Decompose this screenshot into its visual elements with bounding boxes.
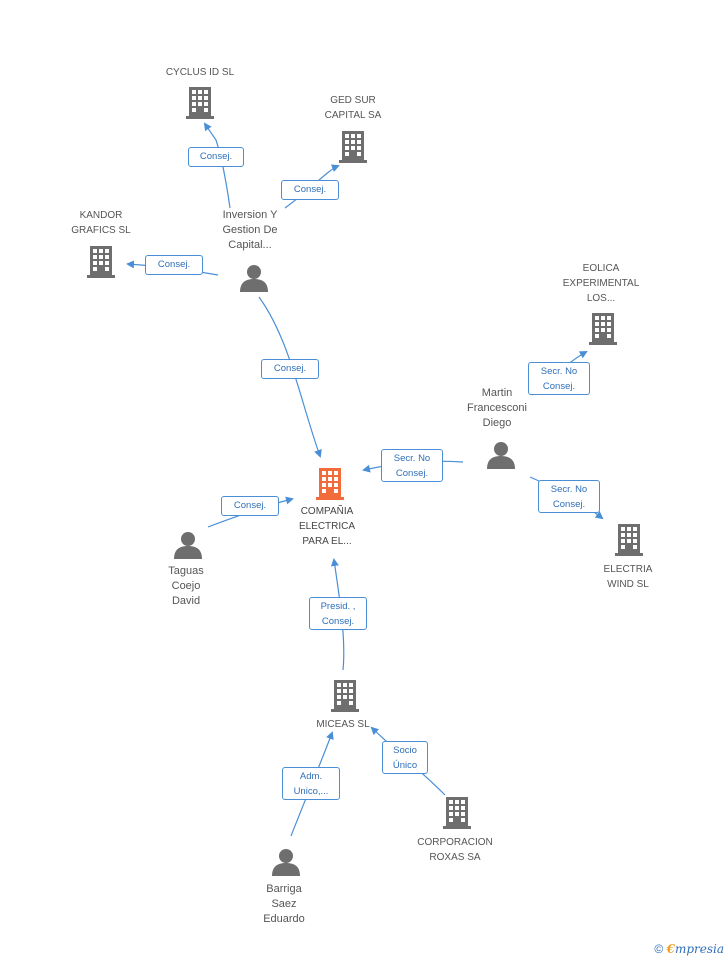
node-label-corporacion[interactable]: CORPORACION ROXAS SA (417, 837, 493, 863)
relation-badge-taguas-to-compania[interactable]: Consej. (221, 496, 279, 516)
node-label-compania[interactable]: COMPAÑIA ELECTRICA PARA EL... (298, 506, 356, 547)
node-label-taguas[interactable]: Taguas Coejo David (168, 565, 204, 607)
building-icon-cyclus[interactable] (186, 87, 214, 119)
relation-badge-inversion-to-cyclus[interactable]: Consej. (188, 147, 244, 167)
node-label-kandor[interactable]: KANDOR GRAFICS SL (71, 210, 131, 236)
relation-badge-corporacion-to-miceas[interactable]: Socio Único (382, 740, 428, 774)
person-icon-inversion[interactable] (240, 265, 268, 292)
node-label-cyclus[interactable]: CYCLUS ID SL (165, 67, 235, 78)
node-label-eolica[interactable]: EOLICA EXPERIMENTAL LOS... (562, 263, 640, 304)
node-label-miceas[interactable]: MICEAS SL (316, 719, 370, 730)
building-icon-corporacion[interactable] (443, 797, 471, 829)
node-label-electria[interactable]: ELECTRIA WIND SL (603, 564, 653, 590)
building-icon-kandor[interactable] (87, 246, 115, 278)
building-icon-compania[interactable] (316, 468, 344, 500)
building-icon-electria[interactable] (615, 524, 643, 556)
person-icon-taguas[interactable] (174, 532, 202, 559)
relation-badge-inversion-to-compania[interactable]: Consej. (261, 359, 319, 379)
node-label-inversion[interactable]: Inversion Y Gestion De Capital... (222, 209, 278, 251)
relation-badge-miceas-to-compania[interactable]: Presid. , Consej. (309, 596, 367, 630)
relation-badge-barriga-to-miceas[interactable]: Adm. Unico,... (282, 766, 340, 800)
copyright-icon: © (654, 942, 664, 956)
building-icon-ged[interactable] (339, 131, 367, 163)
relation-badge-martin-to-compania[interactable]: Secr. No Consej. (381, 448, 443, 482)
node-label-ged[interactable]: GED SUR CAPITAL SA (324, 95, 382, 121)
empresia-footer[interactable]: © €mpresia (654, 942, 724, 956)
building-icon-miceas[interactable] (331, 680, 359, 712)
building-icon-eolica[interactable] (589, 313, 617, 345)
node-label-martin[interactable]: Martin Francesconi Diego (467, 387, 527, 429)
relation-badge-martin-to-electria[interactable]: Secr. No Consej. (538, 479, 600, 513)
relation-badge-martin-to-eolica[interactable]: Secr. No Consej. (528, 361, 590, 395)
relation-badge-inversion-to-kandor[interactable]: Consej. (145, 255, 203, 275)
node-label-barriga[interactable]: Barriga Saez Eduardo (263, 883, 305, 925)
person-icon-barriga[interactable] (272, 849, 300, 876)
person-icon-martin[interactable] (487, 442, 515, 469)
relation-badge-inversion-to-ged[interactable]: Consej. (281, 180, 339, 200)
empresia-logo: €mpresia (666, 942, 724, 956)
